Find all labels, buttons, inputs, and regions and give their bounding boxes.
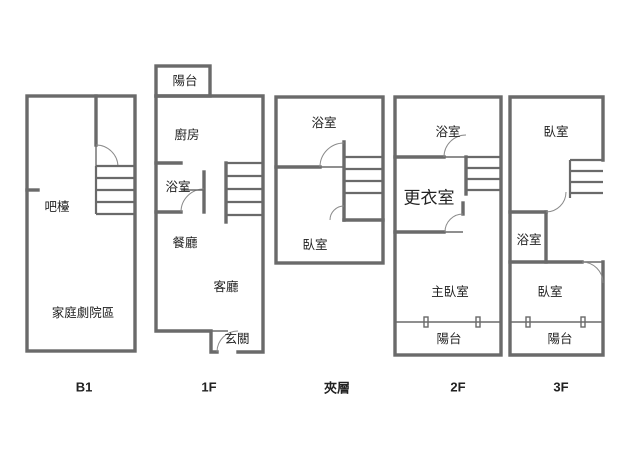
1f-entry-label: 玄關: [224, 330, 250, 346]
mezz-bedroom-label: 臥室: [302, 236, 328, 252]
b1-door-swing: [95, 144, 119, 168]
2f-balcony-label: 陽台: [436, 330, 462, 346]
2f-outer-wall: [393, 95, 503, 357]
2f-bath-label: 浴室: [435, 123, 461, 139]
floor-3f-plan: [508, 95, 605, 357]
3f-outer-wall: [508, 95, 605, 357]
floor-mezz-plan: [274, 95, 385, 265]
floor-caption-1f: 1F: [201, 379, 217, 395]
3f-window-right: [580, 316, 586, 328]
1f-dining-label: 餐廳: [172, 234, 198, 250]
b1-outer-wall: [25, 94, 137, 353]
floor-2f-plan: [393, 95, 503, 357]
floor-caption-mezz: 夾層: [323, 380, 351, 396]
1f-outer-wall: [154, 94, 265, 354]
3f-bath-label: 浴室: [516, 231, 542, 247]
3f-bath-door-swing: [545, 191, 567, 213]
3f-window-left: [525, 316, 531, 328]
2f-closet-label: 更衣室: [403, 188, 455, 209]
floor-b1-plan: [25, 94, 137, 353]
floor-caption-3f: 3F: [553, 379, 569, 395]
1f-bath-door-swing: [180, 188, 205, 213]
2f-stairs: [466, 155, 501, 192]
2f-window-right: [475, 316, 481, 328]
1f-entry-door-swing: [216, 330, 239, 353]
floor-caption-2f: 2F: [450, 379, 466, 395]
mezz-door-swing-1: [319, 142, 345, 168]
2f-window-left: [423, 316, 429, 328]
3f-balcony-label: 陽台: [547, 330, 573, 346]
3f-stairs: [568, 158, 603, 198]
1f-balcony-label: 陽台: [172, 72, 198, 88]
2f-master-label: 主臥室: [431, 283, 469, 299]
b1-stairs: [94, 164, 135, 216]
1f-stairs: [226, 161, 263, 217]
floor-caption-b1: B1: [75, 379, 93, 395]
3f-bedroom-label: 臥室: [537, 283, 563, 299]
b1-bar-label: 吧檯: [44, 198, 70, 214]
3f-bed-door-swing: [581, 261, 604, 284]
b1-theater-label: 家庭劇院區: [51, 304, 115, 320]
floor-1f-plan: [154, 64, 265, 354]
2f-bath-door-swing: [443, 134, 467, 158]
mezz-stairs: [344, 155, 383, 195]
2f-closet-door-swing: [444, 213, 464, 233]
1f-living-label: 客廳: [213, 278, 239, 294]
mezz-door-swing-2: [329, 205, 345, 221]
1f-kitchen-label: 廚房: [174, 126, 200, 142]
mezz-bath-label: 浴室: [311, 114, 337, 130]
3f-bedroom-top-label: 臥室: [543, 123, 569, 139]
1f-bath-label: 浴室: [165, 178, 191, 194]
